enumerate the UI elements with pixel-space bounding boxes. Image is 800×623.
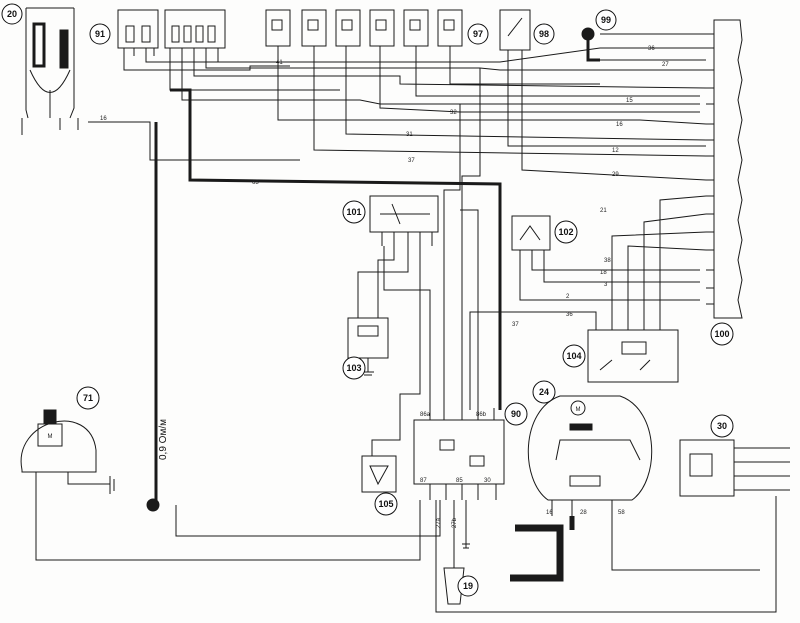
svg-text:16: 16 <box>616 122 623 128</box>
svg-text:31: 31 <box>406 132 413 138</box>
label-105: 105 <box>374 492 398 516</box>
label-102: 102 <box>554 220 578 244</box>
label-100: 100 <box>710 322 734 346</box>
svg-text:98: 98 <box>539 29 549 39</box>
label-91: 91 <box>89 23 111 45</box>
svg-text:104: 104 <box>566 351 581 361</box>
svg-text:87: 87 <box>420 478 427 484</box>
svg-text:86a: 86a <box>420 412 431 418</box>
svg-text:36: 36 <box>648 46 655 52</box>
svg-text:63: 63 <box>252 180 259 186</box>
component-19-body <box>443 500 465 605</box>
svg-text:21: 21 <box>600 208 607 214</box>
label-103: 103 <box>342 356 366 380</box>
svg-text:30: 30 <box>484 478 491 484</box>
svg-text:38: 38 <box>604 258 611 264</box>
component-30-body <box>679 439 790 497</box>
label-97: 97 <box>467 23 489 45</box>
connector-row-top <box>265 9 531 51</box>
svg-text:15: 15 <box>626 98 633 104</box>
svg-text:58: 58 <box>618 510 625 516</box>
component-105-body <box>361 246 421 493</box>
svg-text:27a: 27a <box>436 517 442 528</box>
svg-text:18: 18 <box>600 270 607 276</box>
component-102-body <box>511 215 700 301</box>
svg-text:85: 85 <box>456 478 463 484</box>
svg-text:28: 28 <box>580 510 587 516</box>
label-90: 90 <box>504 402 528 426</box>
svg-text:12: 12 <box>612 148 619 154</box>
svg-text:91: 91 <box>95 29 105 39</box>
svg-text:24: 24 <box>539 387 549 397</box>
svg-text:105: 105 <box>378 499 393 509</box>
component-20-body <box>21 7 79 135</box>
svg-text:90: 90 <box>511 409 521 419</box>
wire-labels: 16 41 36 27 32 15 16 31 12 29 63 37 21 3… <box>100 46 669 328</box>
label-104: 104 <box>562 344 586 368</box>
label-98: 98 <box>533 23 555 45</box>
svg-text:71: 71 <box>83 393 93 403</box>
relay-90-pins: 86a 86b 87 85 30 <box>420 412 491 484</box>
svg-text:16: 16 <box>100 116 107 122</box>
component-101-body <box>369 195 439 246</box>
component-labels: 20 91 97 98 99 100 101 102 103 104 105 9… <box>1 3 734 597</box>
component-24-body <box>527 395 653 516</box>
component-103-body <box>347 246 409 376</box>
motor-24-symbol: M <box>576 407 581 413</box>
lower-labels: 27a 27b 16 28 58 <box>436 510 625 528</box>
label-24: 24 <box>532 380 556 404</box>
svg-text:37: 37 <box>408 158 415 164</box>
svg-text:27b: 27b <box>452 517 458 528</box>
label-99: 99 <box>595 9 617 31</box>
svg-text:16: 16 <box>546 510 553 516</box>
svg-text:102: 102 <box>558 227 573 237</box>
label-19: 19 <box>457 575 479 597</box>
svg-text:99: 99 <box>601 15 611 25</box>
svg-text:3: 3 <box>604 282 608 288</box>
svg-text:32: 32 <box>450 110 457 116</box>
resistor-note: 0,9 Ом/м <box>158 419 169 460</box>
svg-text:101: 101 <box>346 207 361 217</box>
component-90-body <box>383 68 505 500</box>
label-30: 30 <box>710 414 734 438</box>
label-71: 71 <box>76 386 100 410</box>
svg-text:103: 103 <box>346 363 361 373</box>
label-20: 20 <box>1 3 23 25</box>
svg-text:20: 20 <box>7 9 17 19</box>
component-91-body <box>117 9 226 56</box>
harness-wires <box>88 33 707 181</box>
svg-text:27: 27 <box>662 62 669 68</box>
svg-text:100: 100 <box>714 329 729 339</box>
component-71-body <box>20 409 421 561</box>
svg-text:2: 2 <box>566 294 570 300</box>
svg-text:36: 36 <box>566 312 573 318</box>
svg-text:19: 19 <box>463 581 473 591</box>
svg-text:37: 37 <box>512 322 519 328</box>
label-101: 101 <box>342 200 366 224</box>
component-104-body <box>469 195 707 410</box>
motor-71-symbol: M <box>48 434 53 440</box>
svg-text:30: 30 <box>717 421 727 431</box>
svg-text:97: 97 <box>473 29 483 39</box>
component-100-strip <box>706 19 743 319</box>
svg-text:41: 41 <box>276 60 283 66</box>
svg-text:29: 29 <box>612 172 619 178</box>
svg-text:86b: 86b <box>476 412 487 418</box>
